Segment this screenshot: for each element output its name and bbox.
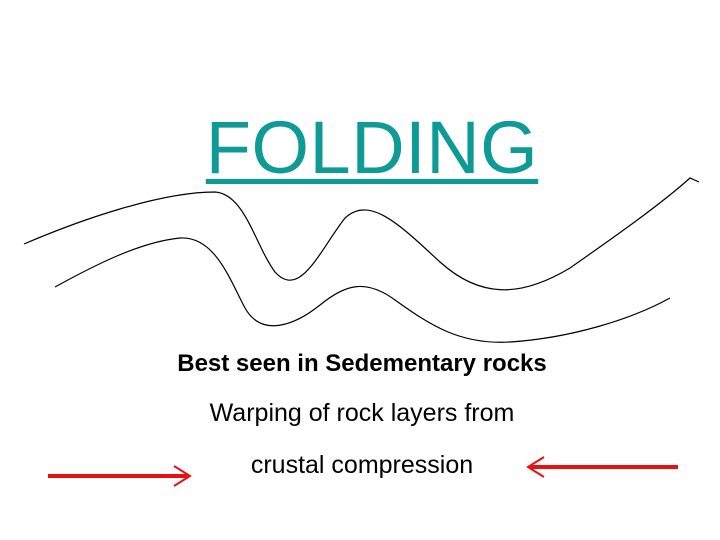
rock-layer-lower: [55, 238, 670, 342]
rock-layer-upper: [24, 178, 699, 290]
caption-sedimentary: Best seen in Sedementary rocks: [0, 349, 720, 379]
caption-warping: Warping of rock layers from: [0, 398, 720, 428]
caption-compression: crustal compression: [0, 450, 720, 480]
